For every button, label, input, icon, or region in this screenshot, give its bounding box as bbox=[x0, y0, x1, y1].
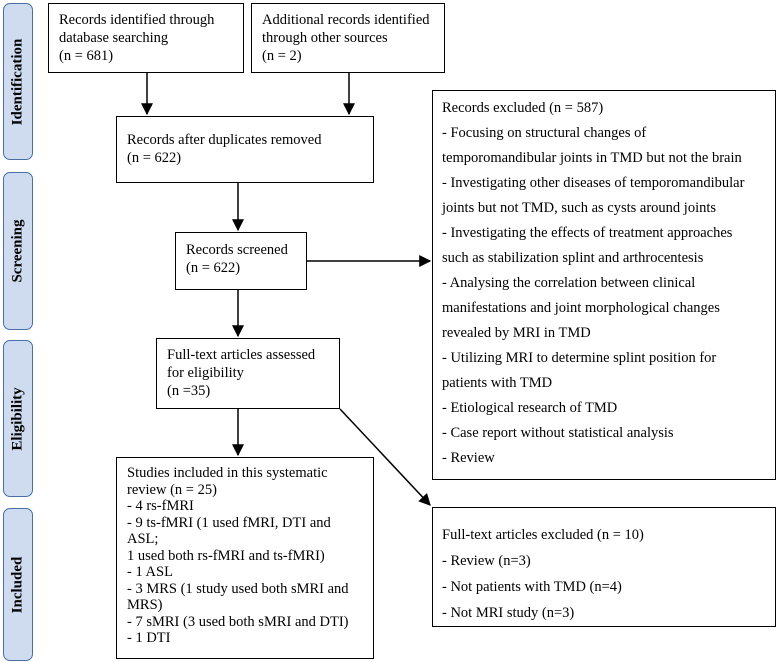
db-search-line: database searching bbox=[59, 30, 169, 46]
included-line: - 1 DTI bbox=[127, 630, 171, 646]
box-records-excluded: Records excluded (n = 587) - Focusing on … bbox=[432, 90, 776, 480]
included-line: Studies included in this systematic bbox=[127, 465, 328, 481]
excluded-records-line: joints but not TMD, such as cysts around… bbox=[442, 200, 717, 216]
after-duplicates-line: Records after duplicates removed bbox=[127, 132, 322, 148]
included-line: MRS) bbox=[127, 597, 163, 613]
included-line: - 7 sMRI (3 used both sMRI and DTI) bbox=[127, 613, 349, 630]
screened-line: (n = 622) bbox=[186, 260, 241, 276]
db-search-line: (n = 681) bbox=[59, 48, 114, 64]
other-sources-line: through other sources bbox=[262, 30, 388, 46]
db-search-line: Records identified through bbox=[59, 12, 215, 28]
fulltext-assessed-line: Full-text articles assessed bbox=[167, 347, 316, 363]
included-line: ASL; bbox=[127, 531, 159, 547]
stage-included: Included bbox=[3, 508, 33, 661]
excluded-fulltext-line: - Review (n=3) bbox=[442, 553, 531, 569]
excluded-records-line: - Investigating the effects of treatment… bbox=[442, 225, 733, 241]
excluded-records-line: - Investigating other diseases of tempor… bbox=[442, 175, 745, 191]
excluded-records-line: - Case report without statistical analys… bbox=[442, 425, 674, 441]
other-sources-line: Additional records identified bbox=[262, 12, 430, 28]
box-fulltext-assessed: Full-text articles assessed for eligibili… bbox=[156, 338, 340, 409]
after-duplicates-line: (n = 622) bbox=[127, 150, 182, 166]
box-fulltext-excluded: Full-text articles excluded (n = 10) - Re… bbox=[432, 507, 776, 627]
other-sources-line: (n = 2) bbox=[262, 48, 302, 64]
box-after-duplicates: Records after duplicates removed (n = 622… bbox=[116, 116, 374, 183]
included-line: - 9 ts-fMRI (1 used fMRI, DTI and bbox=[127, 514, 331, 531]
arrow-fulltext-to-excluded bbox=[339, 408, 431, 506]
excluded-records-line: Records excluded (n = 587) bbox=[442, 100, 604, 116]
box-database-searching: Records identified through database searc… bbox=[48, 3, 244, 73]
excluded-fulltext-line: - Not MRI study (n=3) bbox=[442, 605, 575, 621]
excluded-records-line: - Etiological research of TMD bbox=[442, 400, 618, 416]
included-line: review (n = 25) bbox=[127, 481, 217, 498]
excluded-records-line: - Analysing the correlation between clin… bbox=[442, 275, 696, 291]
fulltext-assessed-line: for eligibility bbox=[167, 365, 244, 381]
included-line: - 4 rs-fMRI bbox=[127, 498, 194, 514]
stage-eligibility: Eligibility bbox=[3, 340, 33, 497]
excluded-records-line: - Utilizing MRI to determine splint posi… bbox=[442, 350, 717, 366]
excluded-records-line: patients with TMD bbox=[442, 375, 553, 391]
included-line: - 1 ASL bbox=[127, 564, 173, 580]
excluded-records-line: such as stabilization splint and arthroc… bbox=[442, 250, 704, 266]
included-line: 1 used both rs-fMRI and ts-fMRI) bbox=[127, 547, 325, 564]
excluded-records-line: temporomandibular joints in TMD but not … bbox=[442, 150, 742, 166]
screened-line: Records screened bbox=[186, 242, 288, 258]
excluded-records-line: revealed by MRI in TMD bbox=[442, 325, 591, 341]
excluded-fulltext-line: Full-text articles excluded (n = 10) bbox=[442, 527, 644, 543]
stage-screening: Screening bbox=[3, 172, 33, 330]
excluded-records-line: - Focusing on structural changes of bbox=[442, 125, 647, 141]
fulltext-assessed-line: (n =35) bbox=[167, 383, 211, 399]
box-records-screened: Records screened (n = 622) bbox=[175, 232, 307, 290]
excluded-records-line: - Review bbox=[442, 450, 495, 466]
stage-identification: Identification bbox=[3, 3, 33, 160]
excluded-records-line: manifestations and joint morphological c… bbox=[442, 300, 720, 316]
included-line: - 3 MRS (1 study used both sMRI and bbox=[127, 580, 349, 597]
excluded-fulltext-line: - Not patients with TMD (n=4) bbox=[442, 579, 622, 595]
box-other-sources: Additional records identified through oth… bbox=[251, 3, 445, 73]
